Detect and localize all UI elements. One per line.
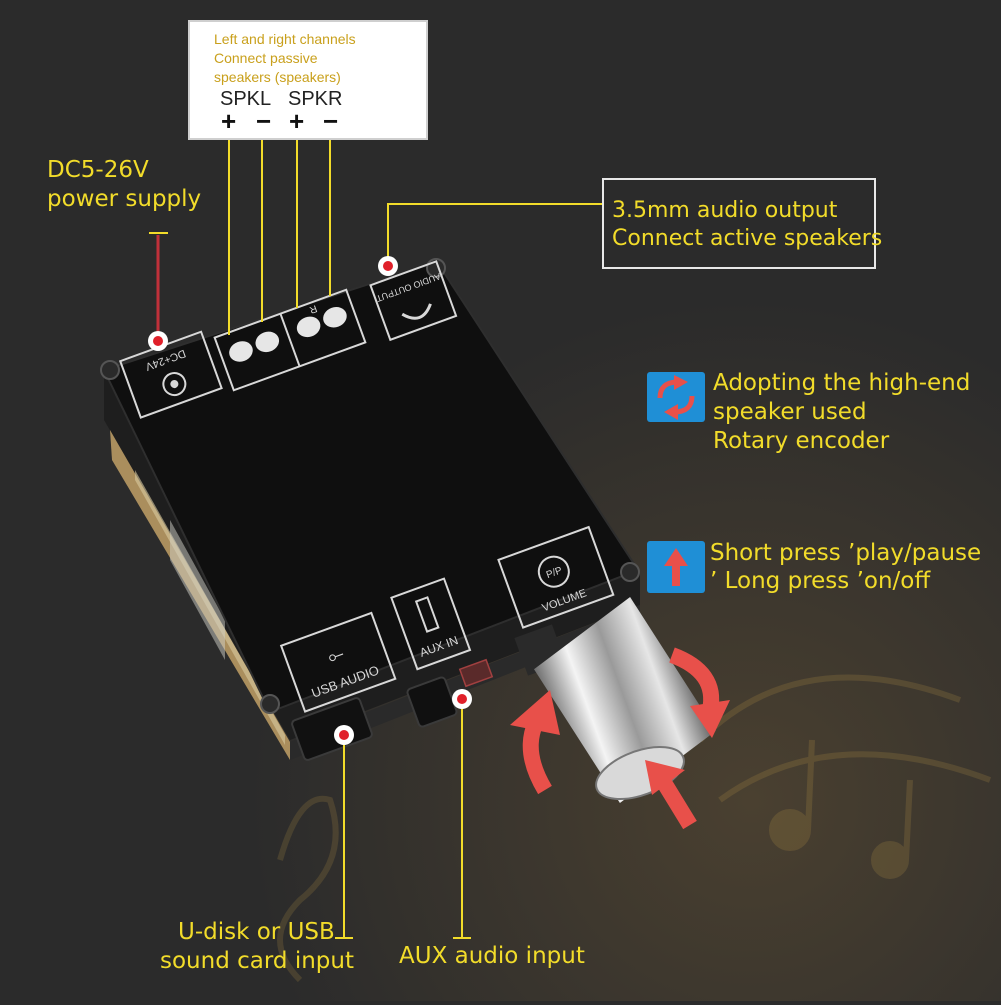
spkl-minus-label: − bbox=[256, 106, 272, 136]
power-leader bbox=[149, 232, 168, 340]
usb-input-line-2: sound card input bbox=[160, 948, 354, 974]
marker-dots bbox=[148, 256, 472, 745]
press-line-1: Short press ’play/pause bbox=[710, 540, 982, 566]
spkl-plus-label: + bbox=[221, 106, 237, 136]
rotate-arrows-icon bbox=[647, 372, 705, 422]
play-pause-label: P/P bbox=[545, 565, 564, 581]
spkr-minus-label: − bbox=[323, 106, 339, 136]
leader-lines bbox=[228, 140, 604, 939]
music-notes-decoration bbox=[277, 674, 992, 983]
speaker-callout-line-3: speakers (speakers) bbox=[214, 69, 341, 85]
audio-output-line-1: 3.5mm audio output bbox=[612, 198, 838, 223]
aux-jack bbox=[406, 676, 458, 728]
right-channel-label: R bbox=[308, 302, 319, 315]
audio-output-line-2: Connect active speakers bbox=[612, 226, 883, 251]
up-arrow-icon bbox=[647, 541, 705, 593]
encoder-line-2: speaker used bbox=[713, 399, 867, 425]
power-supply-line-2: power supply bbox=[47, 186, 202, 212]
aux-input-label: AUX audio input bbox=[399, 943, 585, 969]
press-line-2: ’ Long press ’on/off bbox=[710, 568, 931, 594]
speaker-callout-line-1: Left and right channels bbox=[214, 31, 356, 47]
rotate-right-arrowhead bbox=[690, 700, 730, 738]
spkl-label: SPKL bbox=[220, 88, 272, 110]
audio-output-callout: 3.5mm audio output Connect active speake… bbox=[602, 178, 882, 269]
press-arrowhead bbox=[645, 760, 685, 795]
usb-port bbox=[291, 697, 373, 761]
speaker-terminals-marking: R bbox=[213, 288, 367, 392]
spkr-plus-label: + bbox=[289, 106, 305, 136]
speaker-callout: Left and right channels Connect passive … bbox=[188, 20, 428, 140]
indicator-led bbox=[458, 658, 494, 688]
usb-input-line-1: U-disk or USB bbox=[178, 919, 335, 945]
power-supply-line-1: DC5-26V bbox=[47, 157, 149, 183]
encoder-line-3: Rotary encoder bbox=[713, 428, 890, 454]
usb-symbol-icon: ⟜ bbox=[324, 641, 347, 669]
rotate-left-arrowhead bbox=[510, 690, 560, 735]
spkr-label: SPKR bbox=[288, 88, 343, 110]
encoder-line-1: Adopting the high-end bbox=[713, 370, 971, 396]
speaker-callout-line-2: Connect passive bbox=[214, 50, 318, 66]
